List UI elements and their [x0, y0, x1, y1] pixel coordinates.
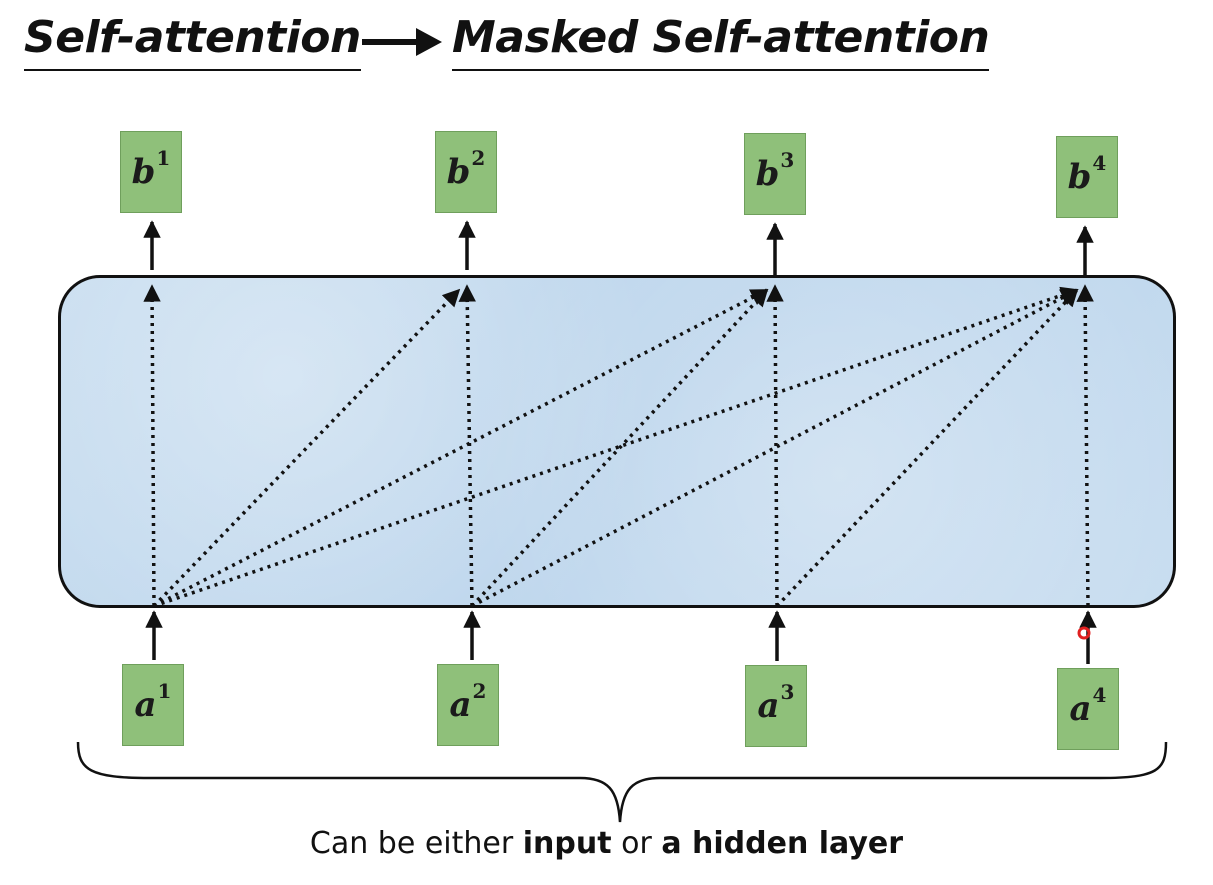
connection-a3-to-b3	[766, 284, 784, 607]
connection-a1-to-b3	[153, 288, 769, 608]
connection-a2-to-b4	[471, 288, 1079, 608]
caption-text-middle: or	[611, 826, 662, 861]
attention-layer-panel	[58, 275, 1176, 608]
connection-a3-to-b4	[775, 288, 1079, 608]
masked-attention-connections	[143, 284, 1094, 608]
connection-a1-to-b1	[143, 284, 161, 607]
caption-bold-hidden-layer: a hidden layer	[661, 826, 904, 861]
title-arrow-head	[416, 28, 442, 56]
connection-a2-to-b3	[470, 288, 769, 608]
connection-a1-to-b2	[152, 288, 461, 608]
title-masked-self-attention: Masked Self-attention	[452, 12, 990, 71]
connection-a2-to-b2	[458, 284, 476, 607]
caption-text-prefix: Can be either	[309, 826, 523, 861]
cursor-pointer-icon	[1077, 626, 1091, 640]
title-self-attention: Self-attention	[24, 12, 361, 71]
caption: Can be either input or a hidden layer	[0, 826, 1213, 861]
connection-a4-to-b4	[1076, 284, 1094, 607]
caption-bold-input: input	[522, 826, 612, 861]
connection-a1-to-b4	[153, 286, 1079, 608]
curly-brace	[76, 741, 1168, 823]
